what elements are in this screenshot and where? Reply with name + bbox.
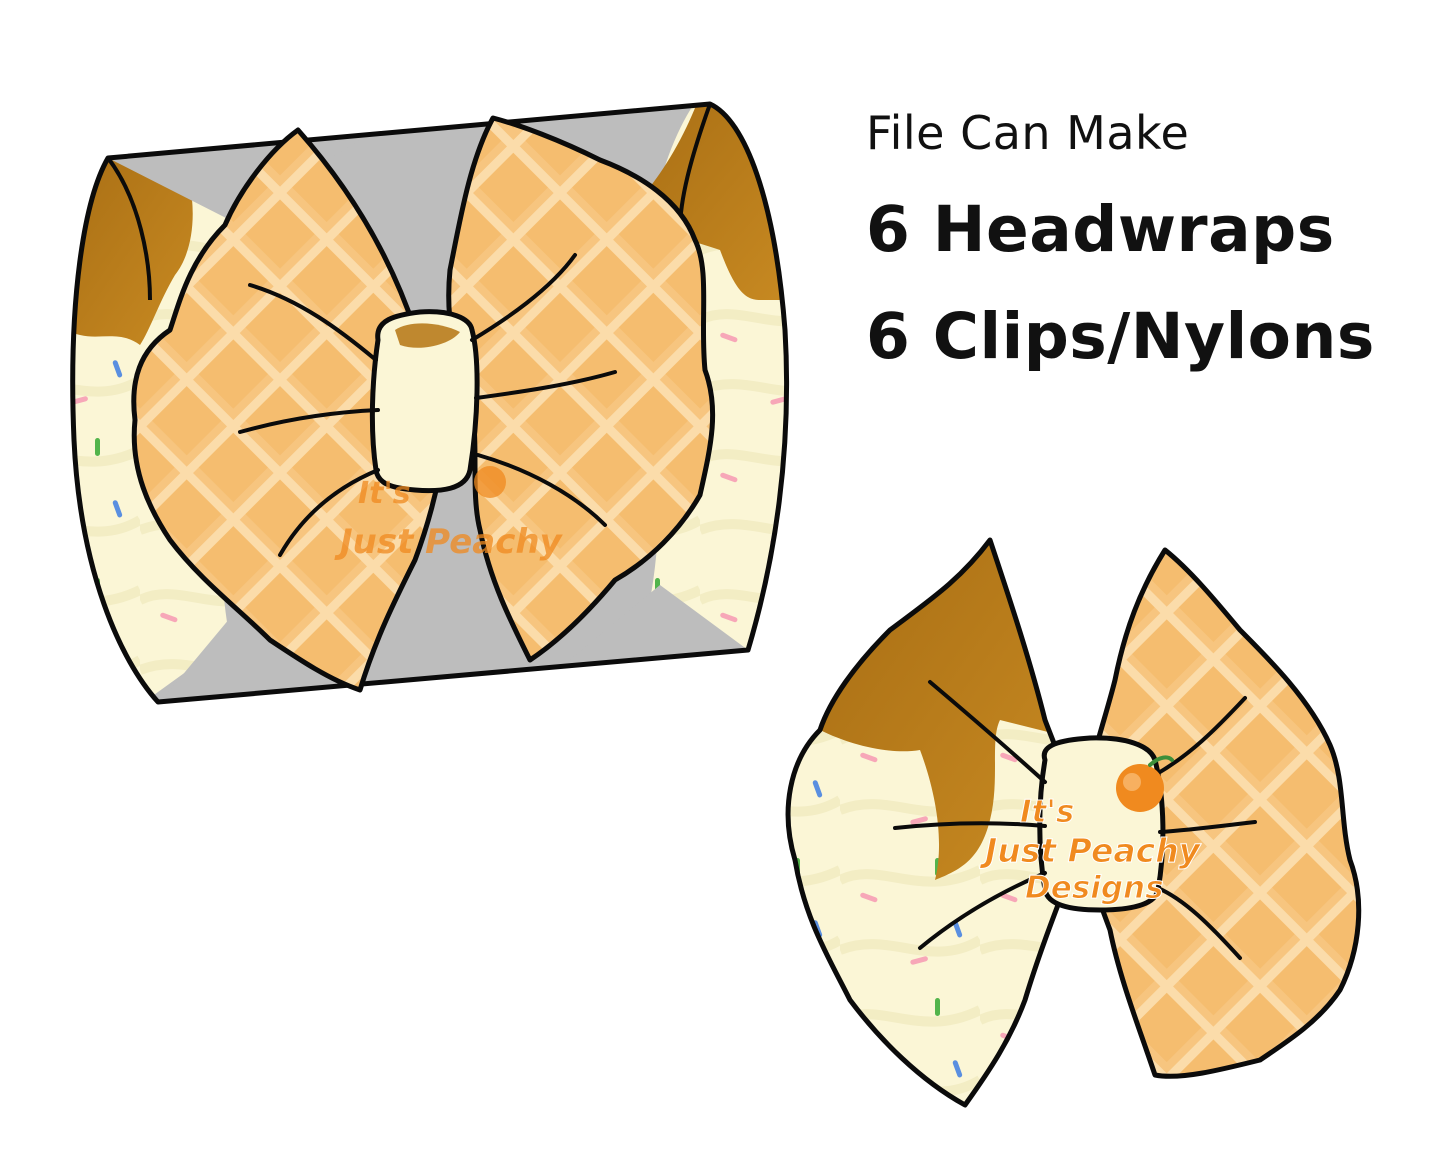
clip-bow-illustration: It's Just Peachy Designs	[785, 537, 1362, 1108]
headwrap-watermark-line2: Just Peachy	[334, 522, 564, 562]
clip-watermark-line3: Designs	[1025, 870, 1164, 906]
headwrap-watermark: It's Just Peachy	[334, 466, 564, 562]
caption-headwraps: 6 Headwraps	[866, 193, 1335, 266]
peach-leaf-icon	[1148, 755, 1174, 767]
clip-bow-watermark: It's Just Peachy Designs	[979, 755, 1202, 907]
caption-clips-nylons: 6 Clips/Nylons	[866, 300, 1375, 373]
headwrap-illustration: It's Just Peachy	[70, 101, 790, 705]
clip-watermark-line2: Just Peachy	[979, 831, 1202, 870]
clip-watermark-line1: It's	[1020, 794, 1074, 830]
caption-file-can-make: File Can Make	[866, 106, 1190, 160]
headwrap-watermark-line1: It's	[358, 476, 411, 511]
